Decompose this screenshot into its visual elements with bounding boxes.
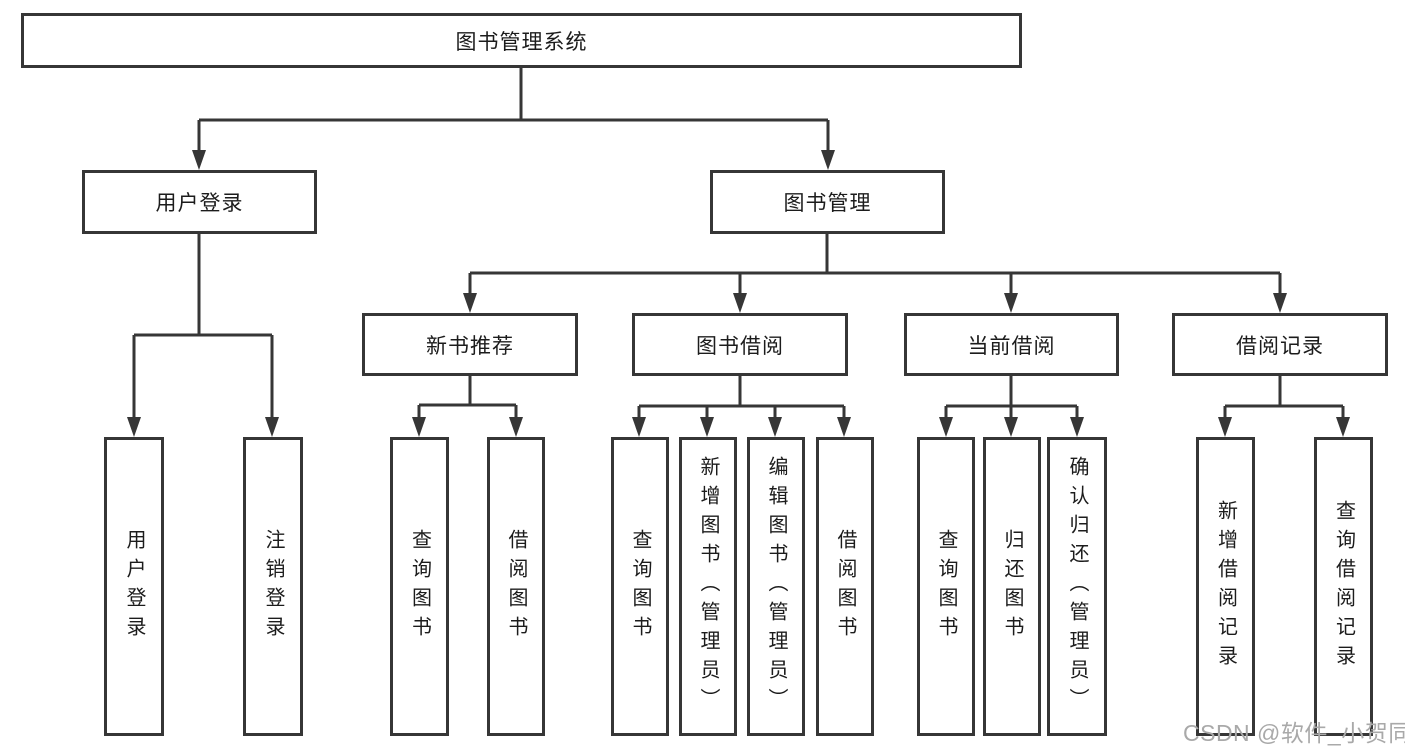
node-label: 当前借阅 — [967, 334, 1056, 358]
leaf-return-books: 归还图书 — [983, 437, 1041, 736]
node-label: 新书推荐 — [426, 334, 514, 358]
node-library-management-system: 图书管理系统 — [21, 13, 1022, 68]
node-book-borrow: 图书借阅 — [632, 313, 848, 376]
leaf-add-books-admin: 新增图书（管理员） — [679, 437, 737, 736]
leaf-label: 借阅图书 — [505, 528, 527, 645]
leaf-label: 确认归还（管理员） — [1066, 456, 1088, 717]
node-current-borrow: 当前借阅 — [904, 313, 1119, 376]
leaf-user-login: 用户登录 — [104, 437, 164, 736]
csdn-watermark: CSDN @软件_小贺同学 — [1183, 720, 1405, 746]
leaf-query-books-borrow: 查询图书 — [611, 437, 669, 736]
node-borrow-records: 借阅记录 — [1172, 313, 1388, 376]
node-label: 图书管理系统 — [455, 30, 588, 54]
leaf-label: 归还图书 — [1001, 528, 1023, 645]
leaf-query-borrow-record: 查询借阅记录 — [1314, 437, 1373, 736]
node-label: 图书管理 — [783, 192, 872, 215]
leaf-label: 新增图书（管理员） — [697, 456, 719, 717]
leaf-borrow-books: 借阅图书 — [816, 437, 874, 736]
leaf-label: 查询图书 — [408, 528, 431, 645]
leaf-borrow-books-recommend: 借阅图书 — [487, 437, 545, 736]
node-label: 借阅记录 — [1236, 334, 1324, 358]
leaf-logout: 注销登录 — [243, 437, 303, 736]
leaf-query-books-recommend: 查询图书 — [390, 437, 449, 736]
leaf-label: 借阅图书 — [834, 528, 856, 645]
node-label: 图书借阅 — [696, 334, 784, 358]
node-user-login: 用户登录 — [82, 170, 317, 234]
leaf-label: 编辑图书（管理员） — [765, 456, 787, 717]
leaf-label: 查询图书 — [935, 528, 957, 645]
node-book-management: 图书管理 — [710, 170, 945, 234]
leaf-label: 查询借阅记录 — [1332, 499, 1355, 674]
leaf-label: 注销登录 — [262, 528, 284, 645]
leaf-label: 用户登录 — [123, 528, 145, 645]
leaf-query-books-current: 查询图书 — [917, 437, 975, 736]
leaf-confirm-return-admin: 确认归还（管理员） — [1047, 437, 1107, 736]
leaf-add-borrow-record: 新增借阅记录 — [1196, 437, 1255, 736]
leaf-label: 新增借阅记录 — [1214, 499, 1237, 674]
node-label: 用户登录 — [155, 192, 244, 215]
node-new-book-recommend: 新书推荐 — [362, 313, 578, 376]
leaf-label: 查询图书 — [629, 528, 651, 645]
leaf-edit-books-admin: 编辑图书（管理员） — [747, 437, 805, 736]
